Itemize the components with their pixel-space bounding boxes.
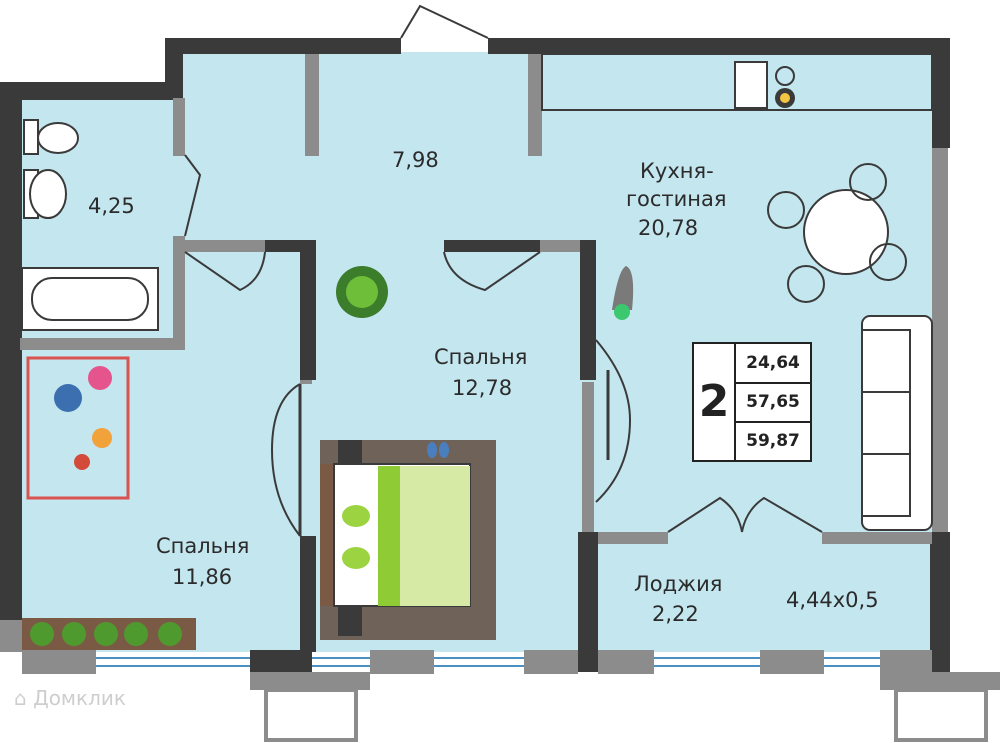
loggia-area: 2,22 — [652, 602, 699, 626]
door-leaves — [298, 370, 610, 536]
entry-door-icon — [400, 4, 489, 39]
total-area-with-loggia: 59,87 — [746, 431, 800, 451]
sofa-icon — [861, 315, 933, 531]
potted-plant-icon — [336, 266, 388, 318]
plant-vase-icon — [612, 266, 634, 310]
slippers-icon — [427, 442, 449, 458]
bathroom-fixtures — [21, 119, 159, 331]
rooms-count: 2 — [694, 344, 736, 460]
outer-walls — [0, 38, 950, 672]
total-area: 57,65 — [736, 383, 810, 423]
interior-walls — [20, 54, 932, 544]
bedroom-left-name: Спальня — [156, 534, 250, 558]
area-summary-box: 2 24,64 57,65 59,87 — [692, 342, 812, 462]
loggia-name: Лоджия — [634, 572, 723, 596]
kids-play-mat-icon — [26, 356, 130, 500]
bathroom-area: 4,25 — [88, 194, 135, 218]
stove-icon — [775, 66, 795, 86]
bedroom-center-area: 12,78 — [452, 376, 513, 400]
bedroom-center-name: Спальня — [434, 345, 528, 369]
kitchen-name-line2: гостиная — [626, 187, 727, 211]
bedroom-left-area: 11,86 — [172, 565, 233, 589]
outer-wall-light — [932, 148, 948, 532]
watermark-logo: ⌂ Домклик — [14, 686, 126, 710]
kitchen-name-line1: Кухня- — [640, 159, 714, 183]
ac-unit-icons — [264, 688, 988, 742]
hall-area: 7,98 — [392, 148, 439, 172]
kitchen-counter — [541, 53, 933, 111]
kitchen-area: 20,78 — [638, 216, 699, 240]
dining-table-icon — [767, 163, 907, 303]
sink-icon — [734, 61, 768, 109]
doors — [184, 154, 823, 537]
loggia-dimensions: 4,44x0,5 — [786, 588, 879, 612]
living-area: 24,64 — [736, 344, 810, 384]
pillow-icons — [342, 505, 370, 569]
